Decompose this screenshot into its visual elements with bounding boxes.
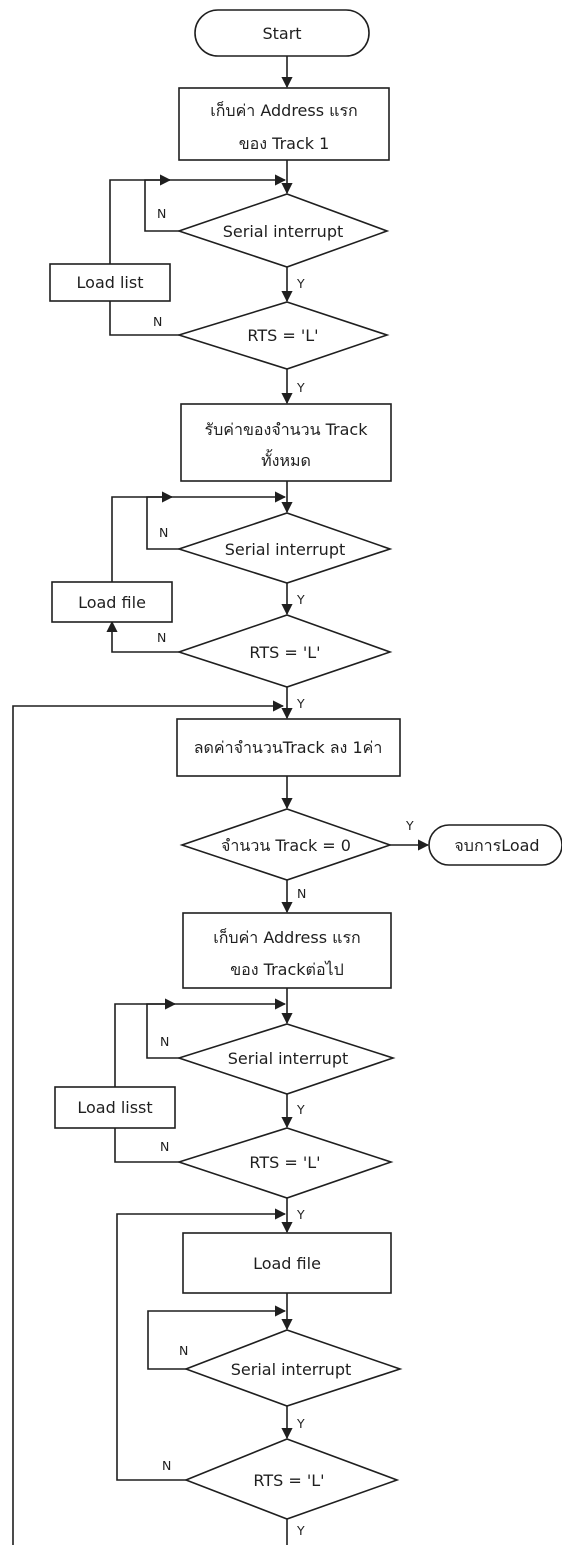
n-label: N [153, 314, 162, 329]
start-terminal: Start [194, 9, 370, 57]
load-file-process-1: Load file [51, 581, 173, 623]
load-list-process-1: Load list [49, 263, 171, 302]
y-label: Y [296, 696, 305, 711]
n-label: N [297, 886, 306, 901]
svg-text:Serial interrupt: Serial interrupt [223, 222, 344, 241]
y-label: Y [296, 1523, 305, 1538]
rts-decision-4: RTS = 'L' [183, 1438, 400, 1520]
svg-text:Load list: Load list [77, 273, 144, 292]
n-label: N [159, 525, 168, 540]
y-label: Y [296, 1207, 305, 1222]
end-load-terminal: จบการLoad [428, 824, 562, 866]
y-label: Y [296, 592, 305, 607]
svg-text:Serial interrupt: Serial interrupt [225, 540, 346, 559]
svg-text:ของ Trackต่อไป: ของ Trackต่อไป [230, 960, 344, 979]
svg-text:Start: Start [262, 24, 301, 43]
svg-text:ของ Track 1: ของ Track 1 [239, 134, 330, 153]
n-label: N [160, 1034, 169, 1049]
serial-interrupt-decision-4: Serial interrupt [183, 1329, 403, 1407]
n-label: N [162, 1458, 171, 1473]
y-label: Y [296, 380, 305, 395]
n-label: N [157, 630, 166, 645]
serial-interrupt-decision-2: Serial interrupt [176, 512, 393, 584]
y-label: Y [405, 818, 414, 833]
n-label: N [160, 1139, 169, 1154]
svg-text:Load file: Load file [78, 593, 146, 612]
y-label: Y [296, 1102, 305, 1117]
store-next-track-process: เก็บค่า Address แรก ของ Trackต่อไป [182, 912, 392, 989]
svg-text:เก็บค่า Address แรก: เก็บค่า Address แรก [213, 927, 360, 947]
store-first-track-process: เก็บค่า Address แรก ของ Track 1 [178, 87, 390, 161]
receive-track-count-process: รับค่าของจำนวน Track ทั้งหมด [180, 403, 392, 482]
svg-text:RTS = 'L': RTS = 'L' [249, 1153, 320, 1172]
n-label: N [179, 1343, 188, 1358]
decrement-track-process: ลดค่าจำนวนTrack ลง 1ค่า [176, 718, 401, 777]
svg-text:รับค่าของจำนวน Track: รับค่าของจำนวน Track [205, 420, 369, 439]
svg-text:RTS = 'L': RTS = 'L' [249, 643, 320, 662]
svg-text:เก็บค่า Address แรก: เก็บค่า Address แรก [210, 100, 357, 120]
svg-text:Serial interrupt: Serial interrupt [228, 1049, 349, 1068]
track-zero-decision: จำนวน Track = 0 [179, 808, 393, 881]
serial-interrupt-decision-1: Serial interrupt [176, 193, 390, 268]
svg-text:จบการLoad: จบการLoad [454, 836, 539, 855]
svg-text:Serial interrupt: Serial interrupt [231, 1360, 352, 1379]
connectors [12, 56, 430, 1545]
svg-text:Load lisst: Load lisst [77, 1098, 152, 1117]
rts-decision-3: RTS = 'L' [176, 1127, 394, 1199]
y-label: Y [296, 1416, 305, 1431]
rts-decision-2: RTS = 'L' [176, 614, 393, 688]
y-label: Y [296, 276, 305, 291]
load-file-process-2: Load file [182, 1232, 392, 1294]
svg-text:ทั้งหมด: ทั้งหมด [261, 449, 311, 470]
load-list-process-2: Load lisst [54, 1086, 176, 1129]
svg-text:ลดค่าจำนวนTrack ลง 1ค่า: ลดค่าจำนวนTrack ลง 1ค่า [194, 738, 383, 757]
svg-text:RTS = 'L': RTS = 'L' [247, 326, 318, 345]
rts-decision-1: RTS = 'L' [176, 301, 390, 370]
svg-text:RTS = 'L': RTS = 'L' [253, 1471, 324, 1490]
n-label: N [157, 206, 166, 221]
svg-text:Load file: Load file [253, 1254, 321, 1273]
serial-interrupt-decision-3: Serial interrupt [176, 1023, 396, 1095]
branch-labels: N Y N Y N Y N Y Y N N Y N Y N Y N Y [153, 206, 414, 1538]
svg-text:จำนวน Track = 0: จำนวน Track = 0 [221, 836, 351, 855]
